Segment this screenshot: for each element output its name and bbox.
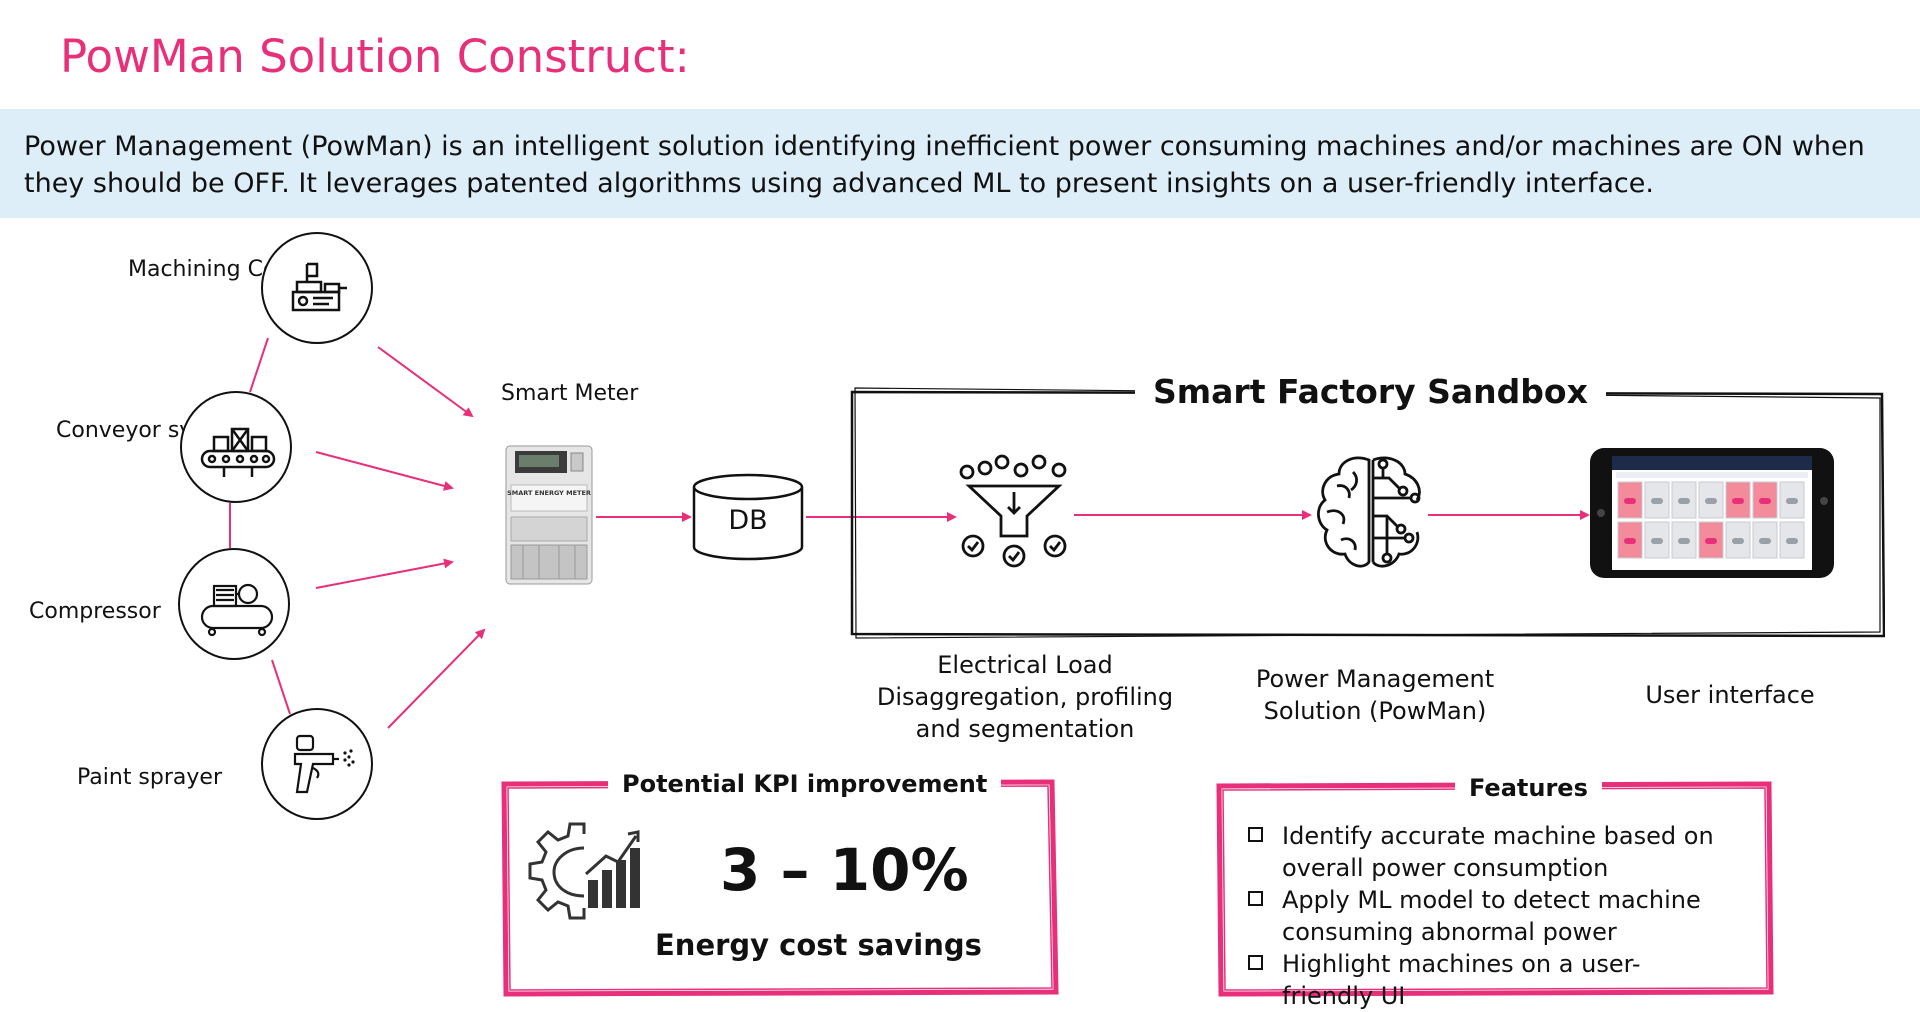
meter-plate-text: SMART ENERGY METER <box>507 489 591 497</box>
step-label-powman: Power Management Solution (PowMan) <box>1255 665 1495 725</box>
step-label-user-interface: User interface <box>1645 681 1815 709</box>
kpi-title: Potential KPI improvement <box>608 770 1002 798</box>
feature-text: Identify accurate machine based on overa… <box>1282 822 1714 882</box>
database-node: DB <box>692 473 804 561</box>
machine-chain <box>229 337 291 715</box>
step-node-powman <box>1313 454 1429 572</box>
kpi-value: 3 – 10% <box>720 836 969 904</box>
ui-toggle <box>1759 538 1771 544</box>
ui-toggle <box>1705 498 1717 504</box>
gear-chart-icon <box>528 822 640 920</box>
ui-toggle <box>1651 538 1663 544</box>
feature-text: Apply ML model to detect machine consumi… <box>1282 886 1701 946</box>
ui-toggle <box>1651 498 1663 504</box>
checkbox-icon <box>1248 827 1263 842</box>
checkbox-icon <box>1248 891 1263 906</box>
ui-toggle <box>1759 498 1771 504</box>
kpi-subtitle: Energy cost savings <box>655 928 982 962</box>
page-title: PowMan Solution Construct: <box>60 30 690 83</box>
database-label: DB <box>728 505 768 536</box>
kpi-icon-wrap <box>526 818 644 928</box>
machine-node-conveyor <box>180 391 292 503</box>
funnel-icon <box>959 454 1067 568</box>
ui-toggle <box>1732 538 1744 544</box>
features-title: Features <box>1455 774 1602 802</box>
ui-toggle <box>1705 538 1717 544</box>
sandbox-title: Smart Factory Sandbox <box>1135 372 1606 411</box>
paint-sprayer-icon <box>293 734 355 794</box>
description-banner <box>0 109 1920 218</box>
machining-center-icon <box>291 262 347 312</box>
machine-label-paint-sprayer: Paint sprayer <box>77 765 222 790</box>
feature-item: Apply ML model to detect machine consumi… <box>1248 884 1718 948</box>
ui-cell-grid <box>1617 481 1805 559</box>
smart-meter-icon: SMART ENERGY METER <box>505 445 593 585</box>
ai-brain-icon <box>1317 456 1421 568</box>
ui-toggle <box>1678 538 1690 544</box>
database-icon <box>692 473 804 561</box>
smart-meter-device: SMART ENERGY METER <box>505 445 593 585</box>
pipeline-arrows <box>596 510 1590 522</box>
tablet-icon <box>1590 448 1834 578</box>
description-text: Power Management (PowMan) is an intellig… <box>24 131 1865 199</box>
ui-toggle <box>1624 538 1636 544</box>
feature-text: Highlight machines on a user-friendly UI <box>1282 950 1641 1010</box>
step-node-user-interface <box>1588 446 1836 580</box>
feature-item: Identify accurate machine based on overa… <box>1248 820 1718 884</box>
conveyor-icon <box>200 427 276 477</box>
step-label-disaggregation: Electrical Load Disaggregation, profilin… <box>876 651 1174 743</box>
machine-node-paint-sprayer <box>261 708 373 820</box>
feature-item: Highlight machines on a user-friendly UI <box>1248 948 1718 1012</box>
checkbox-icon <box>1248 955 1263 970</box>
machine-to-meter-arrows <box>315 346 486 729</box>
features-list: Identify accurate machine based on overa… <box>1248 820 1718 1012</box>
smart-meter-label: Smart Meter <box>501 381 639 406</box>
ui-toggle <box>1786 498 1798 504</box>
ui-toggle <box>1786 538 1798 544</box>
machine-node-compressor <box>178 548 290 660</box>
compressor-icon <box>200 583 274 637</box>
ui-toggle <box>1678 498 1690 504</box>
ui-toggle <box>1624 498 1636 504</box>
machine-label-compressor: Compressor <box>29 599 161 624</box>
machine-node-machining-centers <box>261 232 373 344</box>
ui-toggle <box>1732 498 1744 504</box>
step-node-disaggregation <box>955 452 1073 570</box>
